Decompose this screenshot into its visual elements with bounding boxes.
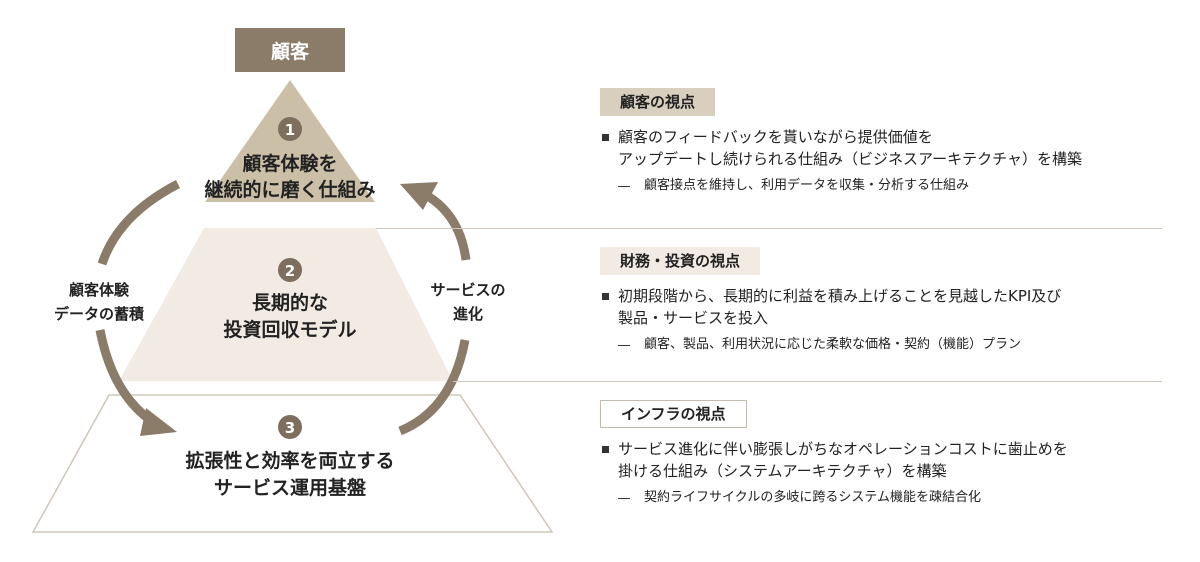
perspective-sub: 顧客、製品、利用状況に応じた柔軟な価格・契約（機能）プラン — [600, 335, 1162, 355]
number-circle-1 — [278, 117, 302, 141]
dash-icon — [618, 186, 630, 187]
sub-text: 顧客、製品、利用状況に応じた柔軟な価格・契約（機能）プラン — [644, 337, 1022, 352]
bullet-line: サービス進化に伴い膨張しがちなオペレーションコストに歯止めを — [618, 440, 1068, 458]
left-cycle-arrow-lower — [95, 329, 153, 424]
bullet-square-icon — [602, 446, 609, 453]
dash-icon — [618, 345, 630, 346]
perspective-bullet: 顧客のフィードバックを貰いながら提供価値を アップデートし続けられる仕組み（ビジ… — [600, 126, 1162, 170]
bullet-line: 顧客のフィードバックを貰いながら提供価値を — [618, 128, 933, 146]
number-circle-3 — [278, 415, 302, 439]
bullet-line: 製品・サービスを投入 — [618, 309, 769, 327]
right-cycle-arrowhead-icon — [400, 182, 438, 210]
bullet-square-icon — [602, 293, 609, 300]
perspective-sub: 顧客接点を維持し、利用データを収集・分析する仕組み — [600, 176, 1162, 196]
perspective-title: インフラの視点 — [600, 400, 747, 428]
divider-2 — [453, 381, 1162, 382]
left-cycle-label-1: 顧客体験 — [69, 281, 130, 299]
bullet-line: 初期段階から、長期的に利益を積み上げることを見越したKPI及び — [618, 287, 1062, 305]
perspective-sub: 契約ライフサイクルの多岐に跨るシステム機能を疎結合化 — [600, 488, 1162, 508]
dash-icon — [618, 498, 630, 499]
right-cycle-arrow-upper — [423, 191, 471, 261]
perspective-customer: 顧客の視点 顧客のフィードバックを貰いながら提供価値を アップデートし続けられる… — [600, 88, 1162, 196]
tier-1-line-1: 顧客体験を — [242, 152, 337, 175]
top-label: 顧客 — [271, 40, 310, 63]
number-1: 1 — [285, 121, 295, 139]
tier-2-line-2: 投資回収モデル — [223, 318, 356, 341]
perspective-infra: インフラの視点 サービス進化に伴い膨張しがちなオペレーションコストに歯止めを 掛… — [600, 400, 1162, 508]
perspective-title: 顧客の視点 — [600, 88, 716, 116]
bullet-line: 掛ける仕組み（システムアーキテクチャ）を構築 — [618, 462, 947, 480]
bullet-square-icon — [602, 134, 609, 141]
left-cycle-label-2: データの蓄積 — [54, 305, 145, 323]
tier-1-line-2: 継続的に磨く仕組み — [204, 178, 375, 201]
left-cycle-arrowhead-icon — [140, 408, 177, 436]
number-circle-2 — [278, 258, 302, 282]
perspective-bullet: サービス進化に伴い膨張しがちなオペレーションコストに歯止めを 掛ける仕組み（シス… — [600, 438, 1162, 482]
tier-2-shape — [119, 228, 453, 381]
sub-text: 契約ライフサイクルの多岐に跨るシステム機能を疎結合化 — [644, 490, 981, 505]
perspective-bullet: 初期段階から、長期的に利益を積み上げることを見越したKPI及び 製品・サービスを… — [600, 285, 1162, 329]
sub-text: 顧客接点を維持し、利用データを収集・分析する仕組み — [644, 178, 970, 193]
number-2: 2 — [285, 262, 295, 280]
bullet-line: アップデートし続けられる仕組み（ビジネスアーキテクチャ）を構築 — [618, 150, 1082, 168]
tier-3-line-1: 拡張性と効率を両立する — [185, 449, 394, 472]
perspective-finance: 財務・投資の視点 初期段階から、長期的に利益を積み上げることを見越したKPI及び… — [600, 247, 1162, 355]
divider-1 — [376, 228, 1162, 229]
top-label-box — [235, 28, 345, 72]
tier-3-line-2: サービス運用基盤 — [214, 476, 367, 499]
right-cycle-arrow-lower — [398, 339, 470, 436]
perspective-title: 財務・投資の視点 — [600, 247, 761, 275]
pyramid-diagram: 顧客 1 顧客体験を 継続的に磨く仕組み 2 長期的な 投資回収モデル 3 拡張… — [31, 28, 554, 533]
right-cycle-label-1: サービスの — [430, 281, 505, 299]
left-cycle-arrow-upper — [97, 180, 181, 266]
number-3: 3 — [285, 419, 295, 437]
tier-2-line-1: 長期的な — [252, 291, 328, 314]
right-cycle-label-2: 進化 — [453, 305, 483, 323]
